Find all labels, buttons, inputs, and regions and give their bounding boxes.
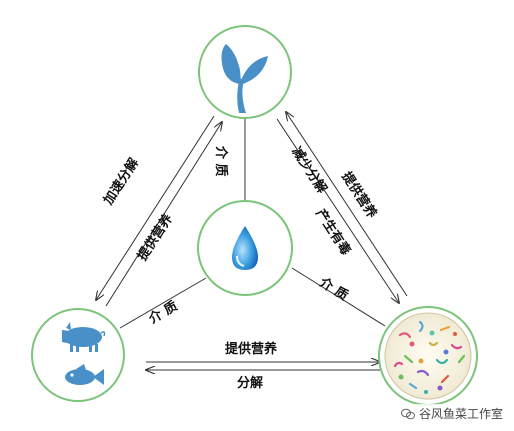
label-animal-to-microbe: 提供营养 xyxy=(225,342,278,357)
microbe-culture-icon xyxy=(384,312,472,400)
pig-icon xyxy=(62,322,106,352)
water-drop-icon xyxy=(232,226,258,270)
plant-node xyxy=(198,25,292,119)
animal-node xyxy=(31,308,125,402)
fish-icon xyxy=(65,364,104,385)
chat-bubble-icon xyxy=(400,408,415,419)
water-node xyxy=(197,200,293,296)
microbe-dots xyxy=(398,330,457,394)
line-microbe-water xyxy=(291,267,386,327)
connector-lines xyxy=(119,117,386,329)
watermark-text: 谷风鱼菜工作室 xyxy=(418,407,503,421)
arrows xyxy=(96,112,408,370)
sprout-icon xyxy=(221,44,268,113)
label-plant-to-water: 介 质 xyxy=(213,146,228,177)
microbe-specks xyxy=(393,320,466,390)
arrow-plant-to-microbe xyxy=(276,118,399,303)
arrow-plant-to-animal xyxy=(96,115,215,300)
arrow-animal-to-plant xyxy=(105,122,222,307)
microbe-node xyxy=(378,306,478,406)
watermark: 谷风鱼菜工作室 xyxy=(397,404,506,423)
label-microbe-to-animal: 分解 xyxy=(237,376,264,391)
line-animal-water xyxy=(119,277,207,329)
arrow-microbe-to-plant xyxy=(286,112,408,297)
